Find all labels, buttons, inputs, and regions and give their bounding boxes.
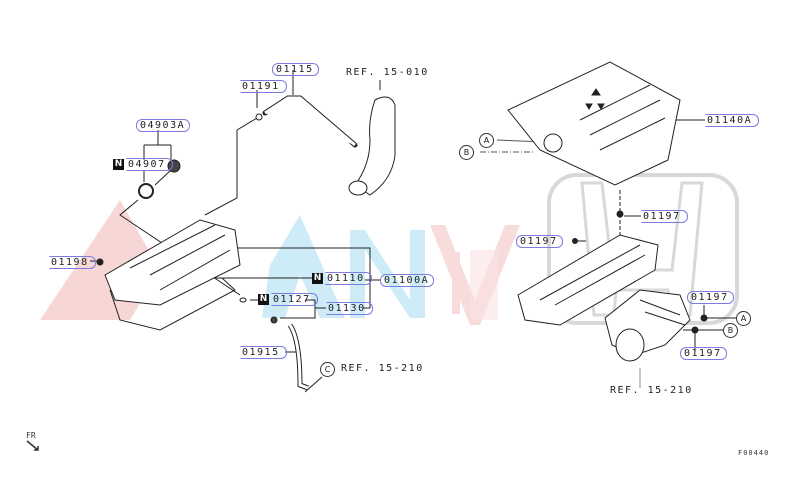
part-label-01115[interactable]: 01115 [272, 63, 319, 76]
cylinder-head-drawing [517, 210, 659, 326]
part-label-01191[interactable]: 01191 [240, 80, 287, 93]
ref-label-15-010: REF. 15-010 [346, 67, 429, 78]
part-label-04907[interactable]: 04907 [126, 158, 173, 171]
diagram-code: F00440 [738, 449, 770, 457]
breather-hose-drawing [255, 95, 358, 148]
part-label-01197[interactable]: 01197 [687, 291, 734, 304]
part-label-01197[interactable]: 01197 [516, 235, 563, 248]
part-label-01110[interactable]: 01110 [325, 272, 372, 285]
callout-b: B [723, 323, 738, 338]
front-direction-label: FR [26, 431, 36, 440]
part-label-04903A[interactable]: 04903A [136, 119, 191, 132]
new-part-badge: N [258, 294, 269, 305]
callout-b: B [459, 145, 474, 160]
leader-lines [90, 70, 742, 393]
front-arrow-icon [26, 440, 39, 451]
part-label-01130[interactable]: 01130 [326, 302, 373, 315]
part-label-01140A[interactable]: 01140A [705, 114, 760, 127]
ref-label-15-210: REF. 15-210 [341, 363, 424, 374]
air-intake-duct-drawing [348, 96, 396, 196]
callout-c: C [320, 362, 335, 377]
part-label-01198[interactable]: 01198 [49, 256, 96, 269]
valve-cover-drawing [96, 219, 309, 391]
part-label-01100A[interactable]: 01100A [380, 274, 435, 287]
ref-label-15-210: REF. 15-210 [610, 385, 693, 396]
callout-a: A [736, 311, 751, 326]
part-label-01127[interactable]: 01127 [271, 293, 318, 306]
part-label-01197[interactable]: 01197 [680, 347, 727, 360]
engine-cover-drawing [507, 61, 681, 186]
intake-manifold-drawing [604, 289, 708, 362]
new-part-badge: N [113, 159, 124, 170]
new-part-badge: N [312, 273, 323, 284]
part-label-01915[interactable]: 01915 [240, 346, 287, 359]
callout-a: A [479, 133, 494, 148]
part-label-01197[interactable]: 01197 [641, 210, 688, 223]
